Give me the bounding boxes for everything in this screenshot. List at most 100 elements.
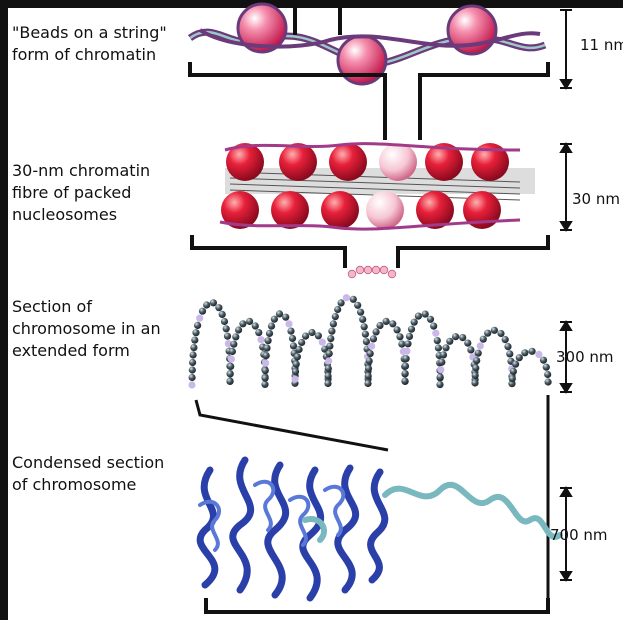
bead: [292, 368, 299, 375]
bead: [452, 333, 459, 340]
scale-label-30nm: 30 nm: [572, 190, 620, 208]
bead: [359, 316, 366, 323]
bead: [235, 326, 242, 333]
bead: [403, 348, 410, 355]
bead: [361, 323, 368, 330]
bead: [227, 363, 234, 370]
bead: [545, 378, 552, 385]
scale-label-11nm: 11 nm: [580, 36, 623, 54]
label-condensed-chromosome: Condensed section of chromosome: [12, 452, 164, 496]
bead: [189, 366, 196, 373]
bead: [224, 333, 231, 340]
bead: [287, 328, 294, 335]
beads-on-string: [190, 4, 545, 84]
bead: [215, 304, 222, 311]
bead: [484, 330, 491, 337]
bead: [262, 360, 269, 367]
bead: [543, 364, 550, 371]
bead: [477, 342, 484, 349]
bead: [437, 366, 444, 373]
bead: [326, 343, 333, 350]
bead: [192, 329, 199, 336]
bead: [324, 380, 331, 387]
bead: [475, 350, 482, 357]
bead: [497, 330, 504, 337]
bead: [230, 341, 237, 348]
bead: [367, 350, 374, 357]
bead: [529, 348, 536, 355]
bead: [434, 337, 441, 344]
bead: [338, 299, 345, 306]
bead: [471, 379, 478, 386]
scale-bars: [560, 10, 572, 580]
bead: [404, 340, 411, 347]
bead: [427, 316, 434, 323]
bead: [467, 346, 474, 353]
bead: [229, 348, 236, 355]
bead: [516, 354, 523, 361]
bead: [293, 361, 300, 368]
bead: [411, 319, 418, 326]
bead: [263, 352, 270, 359]
bead: [370, 335, 377, 342]
bead: [535, 351, 542, 358]
bead: [239, 320, 246, 327]
bead: [252, 322, 259, 329]
bead: [326, 350, 333, 357]
bead: [437, 374, 444, 381]
bead: [376, 322, 383, 329]
bead: [354, 302, 361, 309]
label-30nm-fibre: 30-nm chromatin fibre of packed nucleoso…: [12, 160, 150, 226]
bead: [366, 357, 373, 364]
bead: [319, 339, 326, 346]
highlight-bead: [348, 270, 356, 278]
bead: [464, 340, 471, 347]
bead: [491, 327, 498, 334]
bead: [328, 328, 335, 335]
bead: [296, 346, 303, 353]
bead: [289, 335, 296, 342]
bead: [282, 314, 289, 321]
bead: [332, 313, 339, 320]
bead: [255, 329, 262, 336]
bead: [368, 343, 375, 350]
bead: [446, 338, 453, 345]
bead: [389, 320, 396, 327]
bead: [440, 351, 447, 358]
bead: [415, 313, 422, 320]
bead: [199, 308, 206, 315]
bead: [228, 355, 235, 362]
bead: [325, 372, 332, 379]
bead: [430, 323, 437, 330]
bead: [327, 335, 334, 342]
bead: [265, 337, 272, 344]
bead: [227, 370, 234, 377]
bead: [509, 375, 516, 382]
bead: [459, 334, 466, 341]
bead: [350, 296, 357, 303]
label-beads-on-string: "Beads on a string" form of chromatin: [12, 22, 167, 66]
bead: [294, 353, 301, 360]
bead: [435, 344, 442, 351]
bead: [402, 370, 409, 377]
bead: [406, 333, 413, 340]
bead: [191, 337, 198, 344]
bead: [190, 351, 197, 358]
bead: [432, 330, 439, 337]
bead: [292, 376, 299, 383]
scale-label-700nm: 700 nm: [550, 526, 608, 544]
bead: [223, 325, 230, 332]
bead: [298, 339, 305, 346]
bead: [373, 328, 380, 335]
extended-chromosome: [188, 266, 551, 388]
bead: [203, 301, 210, 308]
bead: [308, 329, 315, 336]
bead: [403, 355, 410, 362]
bead: [396, 333, 403, 340]
bead: [343, 294, 350, 301]
bead: [194, 322, 201, 329]
highlight-bead: [372, 266, 380, 274]
bead: [325, 365, 332, 372]
bead: [189, 374, 196, 381]
bead: [365, 365, 372, 372]
